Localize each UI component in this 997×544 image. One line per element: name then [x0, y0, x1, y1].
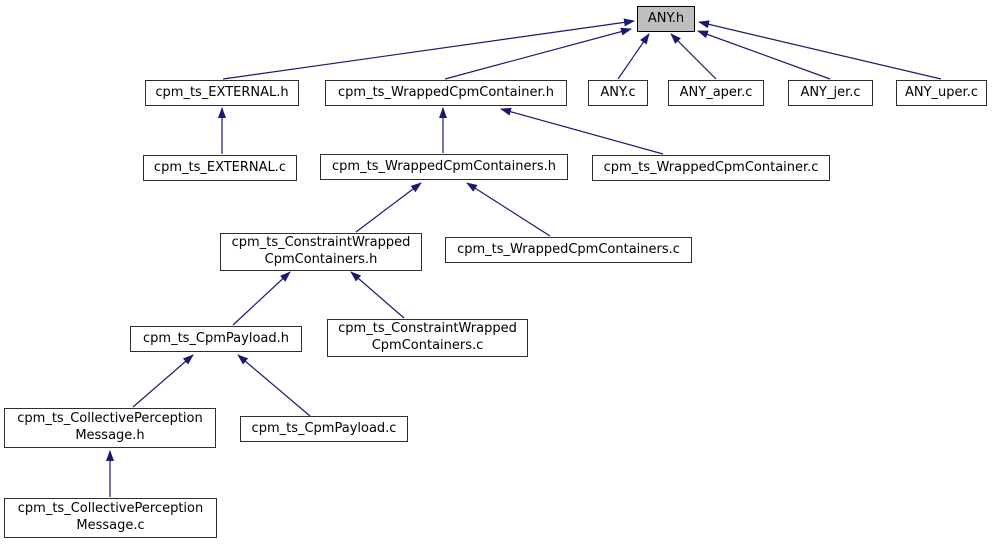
node-any-jer-c[interactable]: ANY_jer.c — [788, 80, 873, 106]
edge-wrappedcpmcontainer-c-to-wrappedcpmcontainer-h — [500, 107, 664, 155]
node-label: cpm_ts_WrappedCpmContainers.h — [332, 158, 556, 174]
node-cpm-ts-external-h[interactable]: cpm_ts_EXTERNAL.h — [145, 80, 299, 106]
edge-any-c-to-any-h — [617, 33, 650, 80]
node-label: cpm_ts_CollectivePerception Message.c — [17, 501, 204, 533]
node-label: cpm_ts_EXTERNAL.h — [155, 84, 289, 100]
edge-wrappedcpmcontainers-c-to-wrappedcpmcontainers-h — [466, 182, 551, 237]
node-label: cpm_ts_WrappedCpmContainer.h — [338, 84, 554, 100]
node-cpm-ts-collectiveperceptionmessage-c[interactable]: cpm_ts_CollectivePerception Message.c — [4, 498, 217, 538]
node-any-h: ANY.h — [637, 6, 695, 32]
node-cpm-ts-cpmpayload-h[interactable]: cpm_ts_CpmPayload.h — [130, 326, 302, 352]
node-label: cpm_ts_CollectivePerception Message.h — [17, 411, 203, 443]
node-cpm-ts-collectiveperceptionmessage-h[interactable]: cpm_ts_CollectivePerception Message.h — [4, 408, 216, 448]
node-label: cpm_ts_EXTERNAL.c — [153, 159, 287, 175]
node-label: cpm_ts_WrappedCpmContainer.c — [603, 159, 819, 175]
edge-cpmpayload-c-to-cpmpayload-h — [237, 354, 311, 417]
edge-any-jer-c-to-any-h — [697, 30, 831, 80]
edge-constraintwrapped-c-to-constraintwrapped-h — [350, 271, 405, 319]
edge-cpmpayload-h-to-constraintwrapped-h — [232, 271, 291, 326]
node-any-c[interactable]: ANY.c — [588, 80, 648, 106]
node-label: cpm_ts_ConstraintWrapped CpmContainers.c — [338, 321, 517, 353]
node-cpm-ts-wrappedcpmcontainers-h[interactable]: cpm_ts_WrappedCpmContainers.h — [320, 154, 568, 180]
edge-wrappedcpmcontainer-h-to-any-h — [444, 27, 632, 80]
node-cpm-ts-wrappedcpmcontainer-c[interactable]: cpm_ts_WrappedCpmContainer.c — [592, 155, 830, 181]
node-cpm-ts-external-c[interactable]: cpm_ts_EXTERNAL.c — [143, 155, 297, 181]
node-cpm-ts-wrappedcpmcontainer-h[interactable]: cpm_ts_WrappedCpmContainer.h — [325, 80, 567, 106]
node-label: ANY_aper.c — [679, 84, 753, 100]
node-any-aper-c[interactable]: ANY_aper.c — [668, 80, 764, 106]
node-label: ANY.h — [647, 10, 685, 26]
node-label: ANY_uper.c — [905, 84, 978, 100]
node-label: ANY_jer.c — [800, 84, 861, 100]
edge-constraintwrapped-h-to-wrappedcpmcontainers-h — [355, 182, 422, 233]
node-cpm-ts-constraintwrappedcpmcontainers-h[interactable]: cpm_ts_ConstraintWrapped CpmContainers.h — [220, 233, 422, 271]
node-label: cpm_ts_WrappedCpmContainers.c — [457, 241, 680, 257]
edge-external-h-to-any-h — [222, 18, 635, 80]
node-label: ANY.c — [600, 84, 636, 100]
node-any-uper-c[interactable]: ANY_uper.c — [896, 80, 987, 106]
node-label: cpm_ts_ConstraintWrapped CpmContainers.h — [231, 235, 411, 267]
node-label: cpm_ts_CpmPayload.h — [143, 330, 289, 346]
edge-collectiveperceptionmessage-h-to-cpmpayload-h — [132, 354, 194, 408]
node-cpm-ts-wrappedcpmcontainers-c[interactable]: cpm_ts_WrappedCpmContainers.c — [445, 237, 692, 263]
edge-any-aper-c-to-any-h — [670, 33, 717, 80]
node-cpm-ts-cpmpayload-c[interactable]: cpm_ts_CpmPayload.c — [240, 416, 408, 442]
node-cpm-ts-constraintwrappedcpmcontainers-c[interactable]: cpm_ts_ConstraintWrapped CpmContainers.c — [327, 319, 528, 357]
node-label: cpm_ts_CpmPayload.c — [251, 420, 397, 436]
edge-any-uper-c-to-any-h — [698, 20, 942, 80]
